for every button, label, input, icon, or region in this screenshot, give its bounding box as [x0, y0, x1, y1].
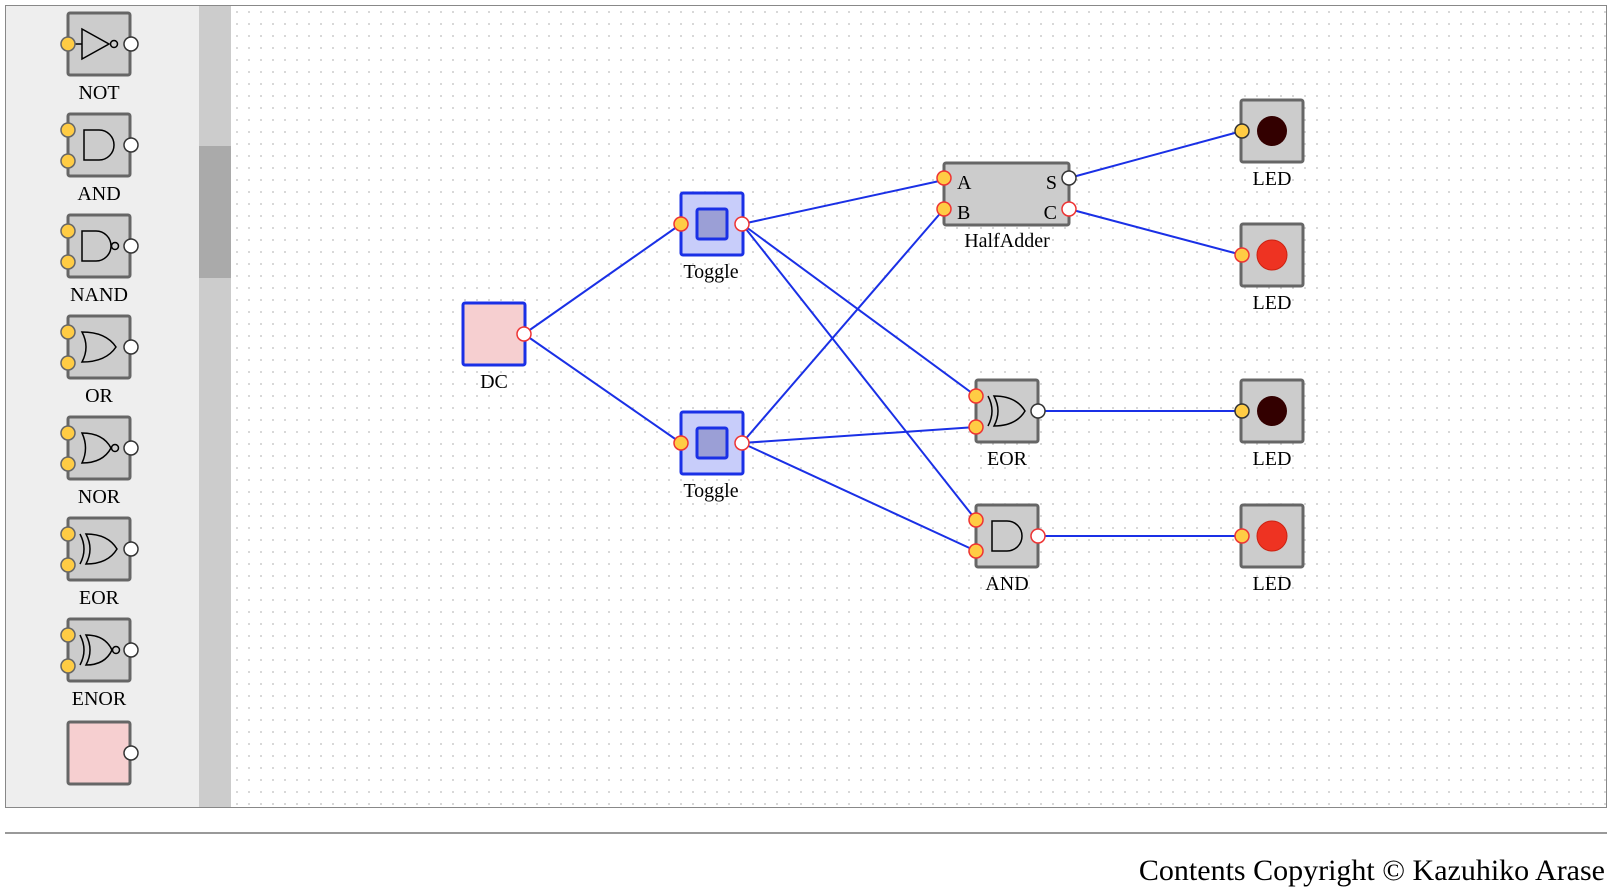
led-lamp: [1256, 239, 1288, 271]
output-pin[interactable]: [1061, 170, 1077, 186]
component-label: LED: [1253, 168, 1292, 190]
component-label: LED: [1253, 448, 1292, 470]
xor-gate-icon: [79, 533, 118, 565]
led-4[interactable]: LED: [1234, 503, 1305, 595]
component-label: LED: [1253, 573, 1292, 595]
wire[interactable]: [741, 426, 977, 444]
palette-item-and[interactable]: AND: [60, 112, 139, 205]
led-3[interactable]: LED: [1234, 378, 1305, 470]
toggle-switch-1[interactable]: Toggle: [673, 191, 750, 283]
component-label: DC: [480, 371, 508, 393]
toggle-button[interactable]: [695, 426, 729, 460]
toggle-button[interactable]: [695, 207, 729, 241]
pin-label-a: A: [957, 172, 972, 194]
palette-item-label: OR: [85, 385, 113, 407]
wire[interactable]: [523, 333, 682, 444]
palette-item-label: EOR: [79, 587, 120, 609]
circuit-svg: DC Toggle Toggle A B: [231, 6, 1606, 807]
led-1[interactable]: LED: [1234, 98, 1305, 190]
wire[interactable]: [741, 179, 945, 225]
circuit-canvas[interactable]: DC Toggle Toggle A B: [231, 6, 1606, 807]
palette-item-nor[interactable]: NOR: [60, 415, 139, 508]
component-palette: NOT AND: [6, 6, 199, 807]
component-label: LED: [1253, 292, 1292, 314]
output-pin[interactable]: [1030, 528, 1046, 544]
wires: [523, 130, 1243, 552]
dc-source-icon: [66, 720, 132, 786]
input-pin[interactable]: [1234, 123, 1250, 139]
component-label: AND: [985, 573, 1028, 595]
led-lamp: [1257, 396, 1287, 426]
component-label: EOR: [987, 448, 1028, 470]
output-pin[interactable]: [516, 326, 532, 342]
input-pin[interactable]: [968, 419, 984, 435]
palette-svg: NOT AND: [60, 11, 139, 786]
wire[interactable]: [741, 208, 945, 444]
wire[interactable]: [741, 223, 977, 521]
input-pin[interactable]: [968, 512, 984, 528]
and-gate-icon: [83, 129, 115, 161]
input-pin[interactable]: [673, 435, 689, 451]
palette-item-enor[interactable]: ENOR: [60, 617, 139, 710]
nand-gate-icon: [81, 230, 120, 262]
wire[interactable]: [1068, 208, 1243, 256]
led-2[interactable]: LED: [1234, 222, 1305, 314]
component-label: Toggle: [683, 261, 738, 283]
output-pin[interactable]: [1061, 201, 1077, 217]
output-pin[interactable]: [1030, 403, 1046, 419]
palette-item-label: AND: [77, 183, 120, 205]
input-pin[interactable]: [936, 170, 952, 186]
or-gate-icon: [80, 331, 117, 363]
eor-gate[interactable]: EOR: [968, 378, 1046, 470]
nor-gate-icon: [80, 432, 120, 464]
input-pin[interactable]: [1234, 528, 1250, 544]
palette-item-dc[interactable]: [66, 720, 139, 786]
input-pin[interactable]: [673, 216, 689, 232]
component-label: Toggle: [683, 480, 738, 502]
xnor-gate-icon: [79, 634, 121, 666]
input-pin[interactable]: [936, 201, 952, 217]
palette-item-not[interactable]: NOT: [60, 11, 139, 104]
palette-item-label: NOR: [78, 486, 121, 508]
output-pin[interactable]: [734, 435, 750, 451]
input-pin[interactable]: [1234, 403, 1250, 419]
dc-source[interactable]: DC: [461, 301, 532, 393]
wire[interactable]: [741, 223, 977, 397]
component-label: HalfAdder: [964, 230, 1050, 252]
half-adder[interactable]: A B S C HalfAdder: [936, 161, 1077, 252]
palette-scrollbar[interactable]: [199, 6, 231, 807]
pin-label-c: C: [1044, 202, 1057, 224]
simulator-window: NOT AND: [5, 5, 1607, 808]
xor-gate-icon: [987, 395, 1026, 427]
copyright-text: Contents Copyright © Kazuhiko Arase: [1138, 854, 1605, 887]
palette-item-eor[interactable]: EOR: [60, 516, 139, 609]
pin-label-b: B: [957, 202, 970, 224]
palette-item-label: ENOR: [72, 688, 127, 710]
pin-label-s: S: [1046, 172, 1057, 194]
wire[interactable]: [741, 442, 977, 552]
input-pin[interactable]: [1234, 247, 1250, 263]
and-gate[interactable]: AND: [968, 503, 1046, 595]
and-gate-icon: [991, 520, 1023, 552]
toggle-switch-2[interactable]: Toggle: [673, 410, 750, 502]
palette-item-label: NOT: [78, 82, 119, 104]
led-lamp: [1257, 116, 1287, 146]
footer-divider: [5, 832, 1607, 834]
wire[interactable]: [523, 223, 682, 335]
palette-item-or[interactable]: OR: [60, 314, 139, 407]
palette-item-nand[interactable]: NAND: [60, 213, 139, 306]
output-pin[interactable]: [734, 216, 750, 232]
input-pin[interactable]: [968, 388, 984, 404]
led-lamp: [1256, 520, 1288, 552]
scrollbar-thumb[interactable]: [199, 146, 231, 278]
canvas-grid: [231, 6, 1606, 807]
input-pin[interactable]: [968, 543, 984, 559]
palette-item-label: NAND: [70, 284, 128, 306]
wire[interactable]: [1068, 130, 1243, 179]
